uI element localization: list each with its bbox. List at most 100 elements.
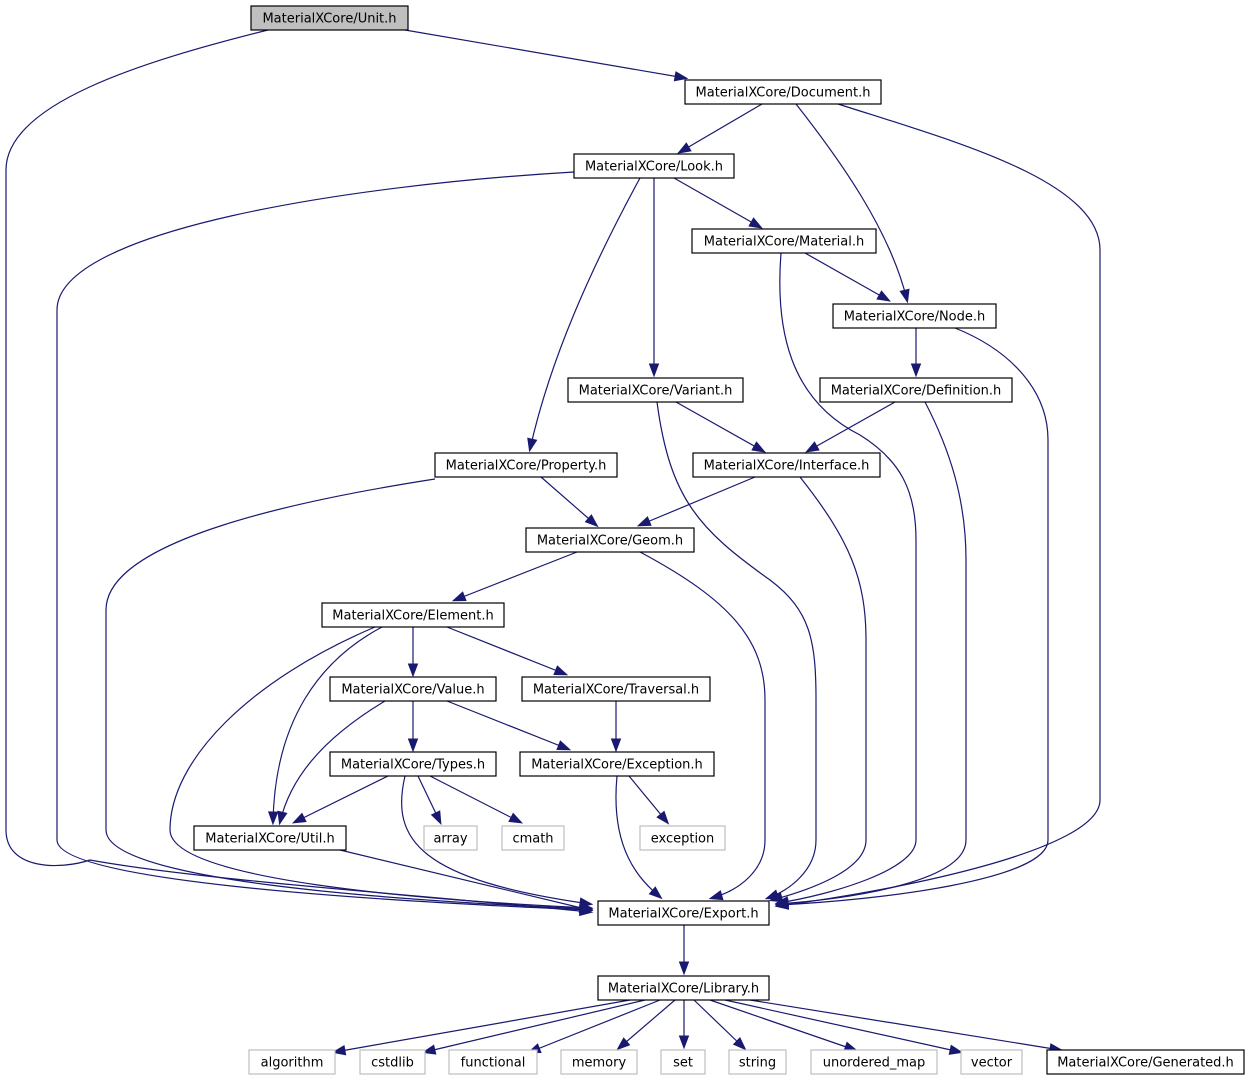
node-label: MaterialXCore/Util.h [205, 832, 334, 847]
arrowhead-icon [556, 740, 572, 751]
node-box [660, 1049, 706, 1075]
edge-node-to-definition [910, 328, 922, 378]
node-box [960, 1049, 1023, 1075]
edge-export-to-library [678, 925, 690, 976]
edge-document-to-node [795, 103, 910, 304]
node-unordered-map: unordered_map [810, 1049, 938, 1075]
edge-line [675, 401, 764, 452]
node-unit[interactable]: MaterialXCore/Unit.h [250, 5, 409, 31]
edge-look-to-property [527, 177, 641, 453]
arrowhead-icon [277, 810, 288, 826]
node-box [597, 900, 770, 926]
arrowhead-icon [267, 811, 279, 826]
edge-line [777, 327, 1049, 906]
arrowhead-icon [451, 591, 467, 602]
edge-line [529, 999, 661, 1053]
node-generated[interactable]: MaterialXCore/Generated.h [1046, 1049, 1245, 1075]
edge-geom-to-export [639, 551, 766, 901]
node-label: MaterialXCore/Types.h [341, 758, 485, 773]
node-label: MaterialXCore/Node.h [844, 310, 986, 325]
edge-line [540, 476, 597, 526]
arrowhead-icon [636, 516, 652, 527]
edge-types-to-cmath [429, 775, 524, 824]
node-box [573, 153, 735, 179]
node-label: MaterialXCore/Interface.h [704, 459, 870, 474]
arrowhead-icon [553, 665, 569, 676]
node-box [423, 825, 478, 851]
node-box [684, 79, 882, 105]
edge-line [804, 252, 889, 301]
arrowhead-icon [673, 71, 689, 82]
node-label: exception [651, 832, 715, 847]
edge-element-to-value [407, 627, 419, 678]
edge-line [795, 103, 908, 301]
node-label: MaterialXCore/Unit.h [262, 12, 396, 27]
edge-interface-to-geom [636, 476, 756, 527]
node-geom[interactable]: MaterialXCore/Geom.h [525, 527, 695, 553]
edge-library-to-cstdlib [421, 999, 646, 1055]
edge-node-to-export [774, 327, 1049, 910]
node-element[interactable]: MaterialXCore/Element.h [321, 602, 505, 628]
edge-traversal-to-exception_h [610, 701, 622, 753]
node-box [359, 1049, 426, 1075]
node-label: MaterialXCore/Element.h [332, 609, 493, 624]
edge-line [404, 29, 686, 79]
edge-line [693, 999, 745, 1049]
edge-line [429, 775, 521, 823]
node-label: set [673, 1056, 693, 1071]
arrowhead-icon [421, 1044, 437, 1055]
node-interface[interactable]: MaterialXCore/Interface.h [692, 452, 881, 478]
node-node[interactable]: MaterialXCore/Node.h [832, 303, 997, 329]
node-types[interactable]: MaterialXCore/Types.h [329, 751, 497, 777]
edge-element-to-util [267, 626, 383, 826]
node-string: string [728, 1049, 787, 1075]
node-definition[interactable]: MaterialXCore/Definition.h [819, 377, 1013, 403]
edge-line [529, 177, 641, 450]
node-label: algorithm [261, 1056, 324, 1071]
node-box [434, 452, 618, 478]
node-property[interactable]: MaterialXCore/Property.h [434, 452, 618, 478]
node-label: MaterialXCore/Material.h [704, 235, 864, 250]
node-exception: exception [639, 825, 726, 851]
edge-material-to-export [774, 252, 917, 907]
edge-line [749, 999, 1061, 1051]
node-label: MaterialXCore/Value.h [341, 683, 484, 698]
node-box [819, 377, 1013, 403]
node-variant[interactable]: MaterialXCore/Variant.h [567, 377, 744, 403]
node-label: cstdlib [371, 1056, 414, 1071]
edge-material-to-node [804, 252, 891, 302]
node-label: array [433, 832, 467, 847]
edge-line [446, 700, 569, 750]
node-box [501, 825, 565, 851]
node-export[interactable]: MaterialXCore/Export.h [597, 900, 770, 926]
node-box [448, 1049, 538, 1075]
node-box [597, 975, 770, 1001]
arrowhead-icon [805, 441, 820, 453]
arrowhead-icon [527, 437, 538, 453]
edge-element-to-traversal [446, 626, 569, 676]
node-util[interactable]: MaterialXCore/Util.h [193, 825, 347, 851]
node-traversal[interactable]: MaterialXCore/Traversal.h [521, 676, 711, 702]
node-document[interactable]: MaterialXCore/Document.h [684, 79, 882, 105]
node-material[interactable]: MaterialXCore/Material.h [691, 228, 877, 254]
node-label: memory [572, 1056, 627, 1071]
arrowhead-icon [910, 363, 922, 378]
node-exception-h[interactable]: MaterialXCore/Exception.h [519, 751, 715, 777]
node-value[interactable]: MaterialXCore/Value.h [329, 676, 497, 702]
edge-library-to-memory [616, 999, 676, 1051]
edge-line [656, 401, 817, 899]
edge-property-to-geom [540, 476, 599, 528]
node-label: MaterialXCore/Variant.h [579, 384, 733, 399]
arrowhead-icon [407, 663, 419, 678]
arrowhead-icon [584, 514, 599, 528]
node-box [521, 676, 711, 702]
edge-definition-to-export [774, 401, 967, 909]
edge-util-to-export [339, 849, 594, 913]
node-box [567, 377, 744, 403]
edge-look-to-material [673, 177, 763, 229]
node-library[interactable]: MaterialXCore/Library.h [597, 975, 770, 1001]
arrowhead-icon [678, 961, 690, 976]
edge-line [807, 401, 896, 452]
edge-library-to-functional [526, 999, 661, 1054]
node-look[interactable]: MaterialXCore/Look.h [573, 153, 735, 179]
